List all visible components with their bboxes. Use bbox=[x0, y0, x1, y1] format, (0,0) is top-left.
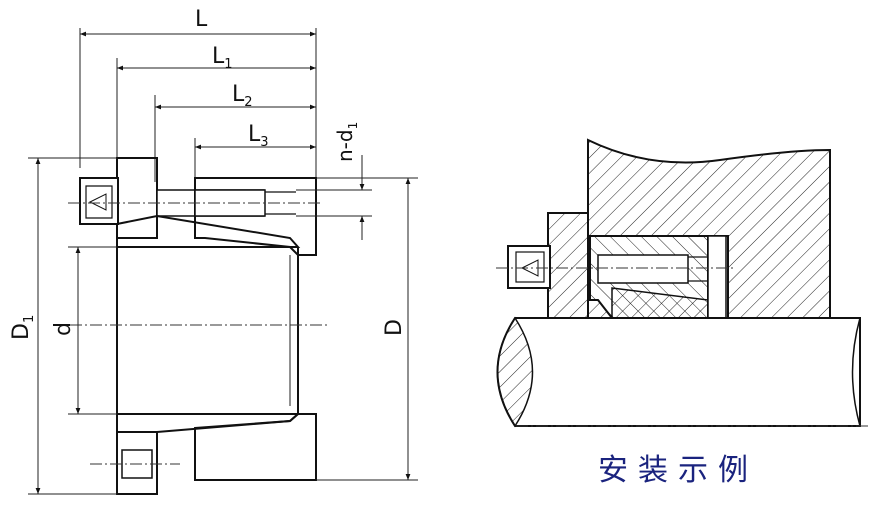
label-L1: L1 bbox=[212, 44, 233, 72]
assembly-flange bbox=[547, 212, 589, 319]
label-nd1: n-d1 bbox=[333, 122, 360, 162]
shaft bbox=[496, 317, 861, 427]
inner-sleeve-top bbox=[116, 214, 301, 248]
installation-caption: 安装示例 bbox=[598, 453, 758, 488]
top-flange bbox=[116, 157, 158, 239]
left-section-view: L L1 L2 L3 n-d1 D1 d D bbox=[9, 7, 418, 495]
label-D1: D1 bbox=[9, 315, 37, 340]
outer-sleeve-bottom bbox=[194, 413, 317, 481]
label-L2: L2 bbox=[232, 82, 253, 110]
right-installation-view: 安装示例 bbox=[496, 138, 868, 488]
label-d: d bbox=[51, 322, 76, 336]
bottom-flange bbox=[116, 431, 158, 495]
outer-sleeve-top bbox=[194, 177, 317, 256]
label-L: L bbox=[195, 7, 208, 32]
label-D: D bbox=[382, 319, 407, 336]
label-L3: L3 bbox=[248, 122, 269, 150]
